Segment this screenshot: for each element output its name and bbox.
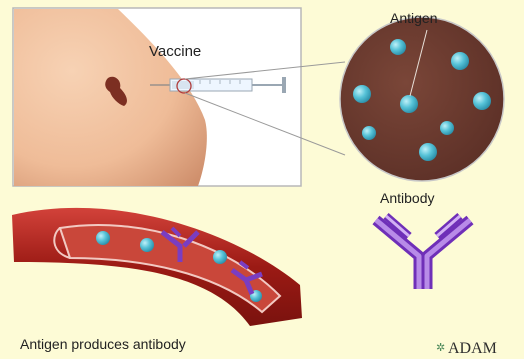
- antigen-particle: [419, 143, 437, 161]
- antigen-particle: [353, 85, 371, 103]
- antigen-particle: [96, 231, 110, 245]
- blood-vessel: [12, 208, 302, 326]
- antigen-particle: [390, 39, 406, 55]
- antigen-particle: [451, 52, 469, 70]
- antigen-particle: [140, 238, 154, 252]
- brand-label: ADAM: [448, 340, 497, 357]
- adam-star-icon: ✲: [436, 341, 445, 354]
- antigen-particle: [440, 121, 454, 135]
- antigen-particle: [400, 95, 418, 113]
- antibody-icon: [376, 216, 470, 289]
- antibody-label: Antibody: [380, 190, 434, 206]
- antigen-particle: [473, 92, 491, 110]
- vaccine-panel: Vaccine: [13, 8, 301, 186]
- antigen-zoom-circle: [340, 17, 504, 181]
- antigen-label: Antigen: [390, 10, 437, 26]
- antigen-particle: [213, 250, 227, 264]
- vaccine-label: Vaccine: [149, 43, 201, 60]
- adam-brand: ✲ ADAM: [436, 340, 497, 357]
- caption: Antigen produces antibody: [20, 336, 186, 352]
- antigen-particle: [362, 126, 376, 140]
